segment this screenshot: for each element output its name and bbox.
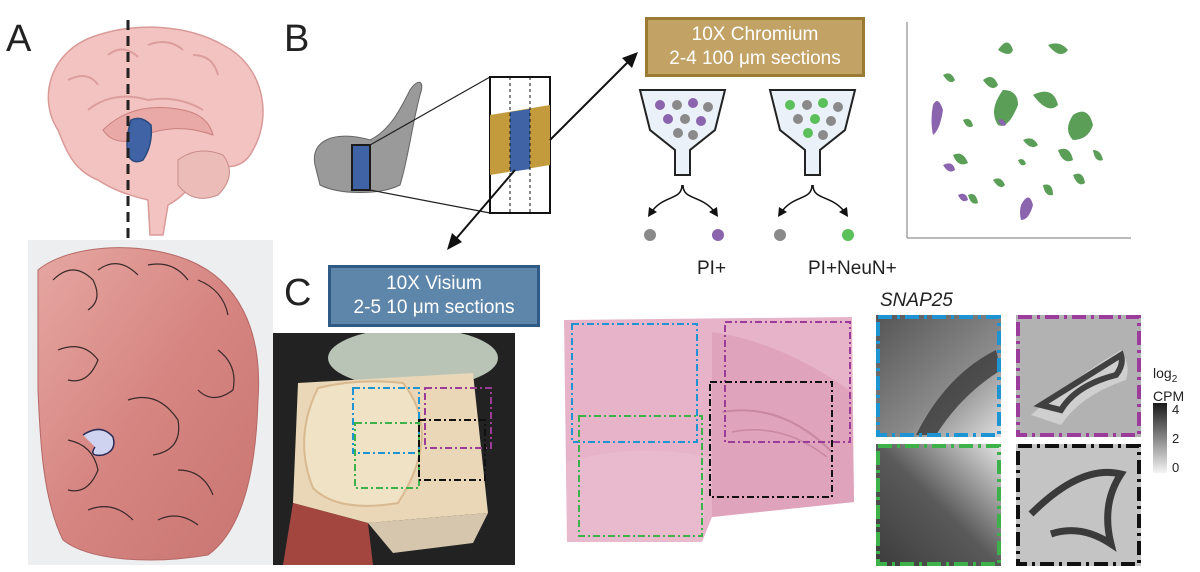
colorbar-title: log2 CPM	[1153, 365, 1184, 404]
hippocampus-block-illustration	[313, 76, 551, 214]
colorbar-title-main: log	[1153, 365, 1172, 381]
visium-label: 10X Visium 2-5 10 μm sections	[328, 265, 540, 327]
panel-letter-a: A	[6, 18, 32, 60]
chromium-subtitle: 2-4 100 μm sections	[669, 48, 841, 69]
brain-sagittal-illustration	[47, 20, 264, 245]
purple-cells-funnel-left	[655, 98, 713, 140]
spot-plot-green-roi	[876, 444, 1001, 566]
chromium-label: 10X Chromium 2-4 100 μm sections	[645, 17, 865, 77]
spot-plot-black-roi	[1016, 444, 1141, 566]
panel-letter-b: B	[284, 18, 310, 60]
visium-title: 10X Visium	[386, 273, 482, 294]
he-stained-section	[564, 317, 854, 542]
colorbar-tick-0: 0	[1172, 460, 1180, 475]
tissue-section-photo	[28, 240, 273, 565]
colorbar-gradient	[1153, 403, 1167, 473]
colorbar-tick-2: 2	[1172, 431, 1180, 446]
chromium-title: 10X Chromium	[691, 24, 819, 45]
hippocampus-highlight	[126, 117, 153, 163]
panel-letter-c: C	[284, 272, 312, 314]
tissue-block-photo	[273, 333, 515, 565]
colorbar-tick-4: 4	[1172, 402, 1180, 417]
visium-subtitle: 2-5 10 μm sections	[353, 297, 515, 318]
colorbar-title-sub: 2	[1171, 373, 1178, 385]
colorbar-title-unit: CPM	[1153, 387, 1185, 404]
green-clusters	[943, 42, 1103, 204]
workflow-arrows	[447, 52, 638, 250]
umap-cluster-plot	[906, 22, 1131, 239]
purple-clusters	[931, 101, 1033, 220]
pi-positive-label: PI+	[697, 258, 727, 279]
green-cells-funnel-right	[785, 98, 843, 140]
facs-sorting-funnels	[638, 89, 857, 241]
spot-plot-magenta-roi	[1016, 315, 1141, 437]
pi-neun-positive-label: PI+NeuN+	[808, 258, 897, 279]
spot-plot-blue-roi	[876, 315, 1001, 437]
gene-label: SNAP25	[880, 290, 953, 311]
